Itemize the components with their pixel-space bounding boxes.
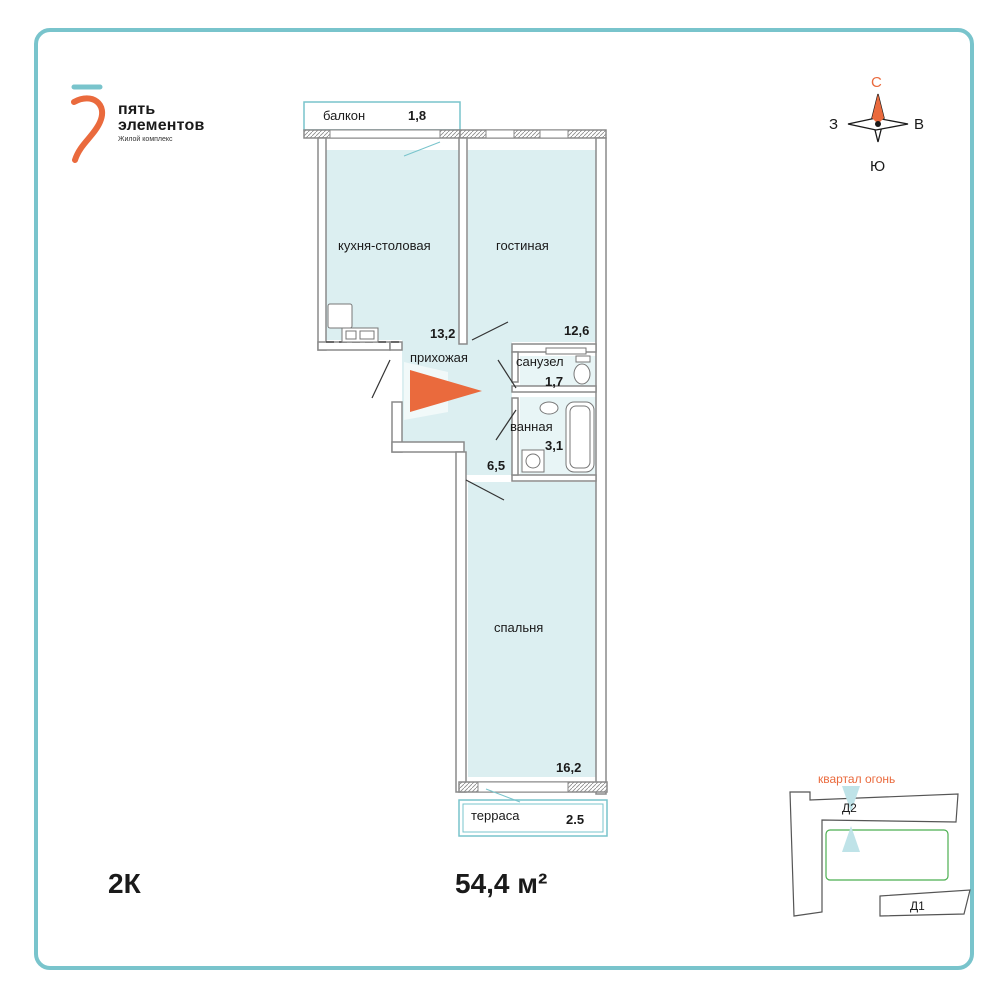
- brand-name-line2: элементов: [118, 117, 205, 134]
- brand-subtitle: Жилой комплекс: [118, 136, 173, 143]
- bedroom-area: 16,2: [556, 760, 582, 775]
- terrace-outline: [458, 799, 608, 837]
- terrace-area: 2.5: [566, 812, 585, 827]
- bathroom-label: ванная: [510, 419, 553, 434]
- compass-south: Ю: [870, 158, 886, 175]
- living-area: 12,6: [564, 323, 590, 338]
- kitchen-area: 13,2: [430, 326, 456, 341]
- site-block-name: квартал огонь: [818, 772, 896, 786]
- windows: [329, 129, 569, 793]
- terrace-label: терраса: [471, 808, 520, 823]
- site-building-current: Д2: [842, 801, 857, 815]
- brand-logo: пять элементов Жилой комплекс: [70, 82, 204, 169]
- living-floor: [468, 150, 596, 342]
- fixtures: [327, 303, 595, 473]
- living-label: гостиная: [496, 238, 549, 253]
- site-building-other: Д1: [910, 899, 925, 913]
- viewpoint-arrow-icon: [410, 370, 482, 412]
- bathroom-area: 3,1: [545, 438, 564, 453]
- hallway-label: прихожая: [410, 350, 468, 365]
- brand-name: пять элементов: [118, 102, 205, 134]
- balcony-area: 1,8: [408, 108, 427, 123]
- doors: [326, 321, 517, 501]
- balcony-label: балкон: [323, 108, 366, 123]
- page-frame: [34, 28, 974, 970]
- toilet-label: санузел: [516, 354, 564, 369]
- bedroom-label: спальня: [494, 620, 544, 635]
- compass-west: З: [829, 116, 839, 133]
- compass-north: С: [871, 74, 882, 91]
- apartment-total-area: 54,4 м²: [455, 868, 548, 899]
- site-plan: [789, 791, 971, 917]
- hallway-area: 6,5: [487, 458, 506, 473]
- apartment-type: 2К: [108, 868, 141, 899]
- kitchen-label: кухня-столовая: [338, 238, 431, 253]
- compass-east: В: [914, 116, 925, 133]
- balcony-outline: [303, 101, 461, 131]
- bedroom-floor: [468, 482, 596, 777]
- logo-mark-icon: [71, 84, 105, 163]
- compass-rose-icon: [847, 93, 909, 143]
- brand-name-line1: пять: [118, 101, 156, 118]
- toilet-area: 1,7: [545, 374, 564, 389]
